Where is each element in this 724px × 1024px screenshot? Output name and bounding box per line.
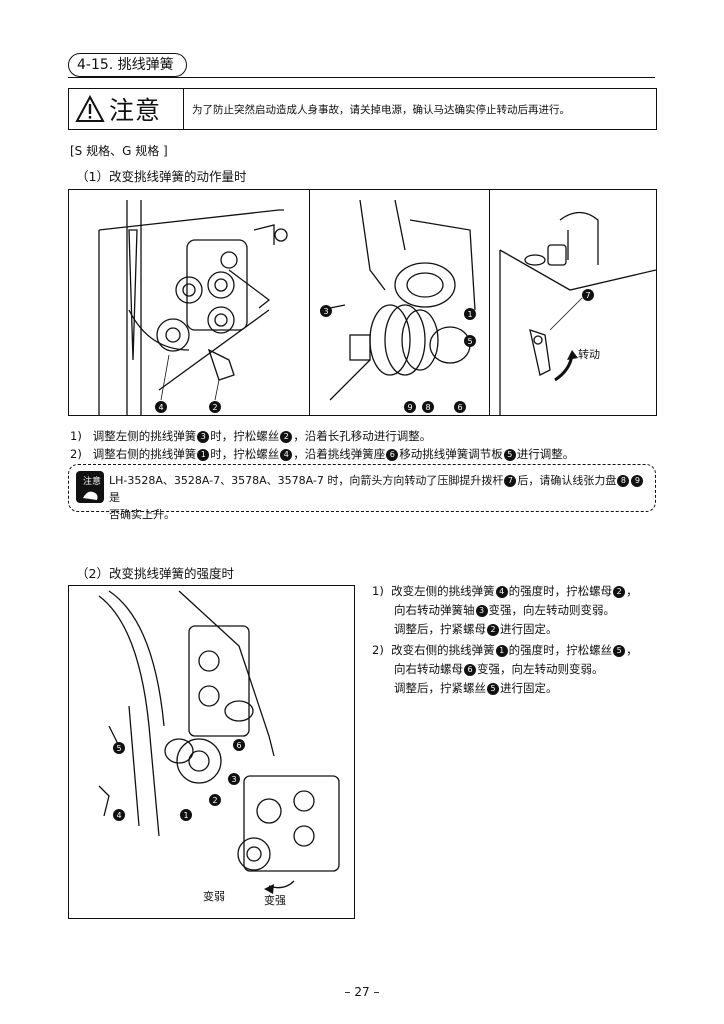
spring-adjustment-figure: 5 6 3 2 1 4 变弱 变强 [98,590,340,907]
svg-text:9: 9 [407,403,412,412]
part1-heading: （1）改变挑线弹簧的动作量时 [76,169,247,184]
svg-text:7: 7 [585,291,590,300]
thread-take-up-mechanism-figure: 4 2 [98,200,288,415]
svg-text:3: 3 [323,307,328,316]
note-text: LH-3528A、3528A-7、3578A、3578A-7 时，向箭头方向转动… [109,472,649,523]
svg-text:6: 6 [457,403,462,412]
svg-text:8: 8 [425,403,430,412]
tension-disc-assembly-figure: 3 1 5 9 8 6 [319,199,476,413]
weaker-label: 变弱 [203,889,225,903]
svg-text:3: 3 [231,775,236,784]
section-title-text: 4-15. 挑线弹簧 [77,57,174,73]
figure-panel-row: 4 2 3 1 5 9 8 6 [68,189,657,416]
page-number: – 27 – [344,985,380,999]
figure-divider [489,190,490,415]
svg-text:2: 2 [212,403,217,412]
caution-word: 注意 [109,96,162,125]
part2-heading: （2）改变挑线弹簧的强度时 [76,566,234,581]
caution-text: 为了防止突然启动造成人身事故，请关掉电源，确认马达确实停止转动后再进行。 [192,104,570,116]
section-title: 4-15. 挑线弹簧 [68,53,187,77]
stronger-label: 变强 [264,893,286,907]
title-rule [68,77,655,78]
svg-text:4: 4 [116,811,121,820]
svg-text:注意: 注意 [83,475,101,487]
spec-label: [S 规格、G 规格 ] [70,144,168,158]
svg-text:5: 5 [116,744,121,753]
note-box: 注意 LH-3528A、3528A-7、3578A、3578A-7 时，向箭头方… [68,464,656,521]
note-hand-icon: 注意 [76,471,104,503]
caution-box: 注意 为了防止突然启动造成人身事故，请关掉电源，确认马达确实停止转动后再进行。 [68,88,657,130]
svg-text:1: 1 [183,811,188,820]
spring-strength-figure: 5 6 3 2 1 4 变弱 变强 [68,585,355,919]
figure-divider [309,190,310,415]
svg-text:2: 2 [212,796,217,805]
svg-text:5: 5 [467,337,472,346]
svg-text:1: 1 [467,310,472,319]
warning-triangle-icon [75,95,105,122]
rotate-label: 转动 [578,347,600,361]
caution-head: 注意 [69,89,184,129]
svg-text:4: 4 [158,403,163,412]
svg-text:6: 6 [236,741,241,750]
presser-lever-figure: 7 转动 [499,211,656,415]
